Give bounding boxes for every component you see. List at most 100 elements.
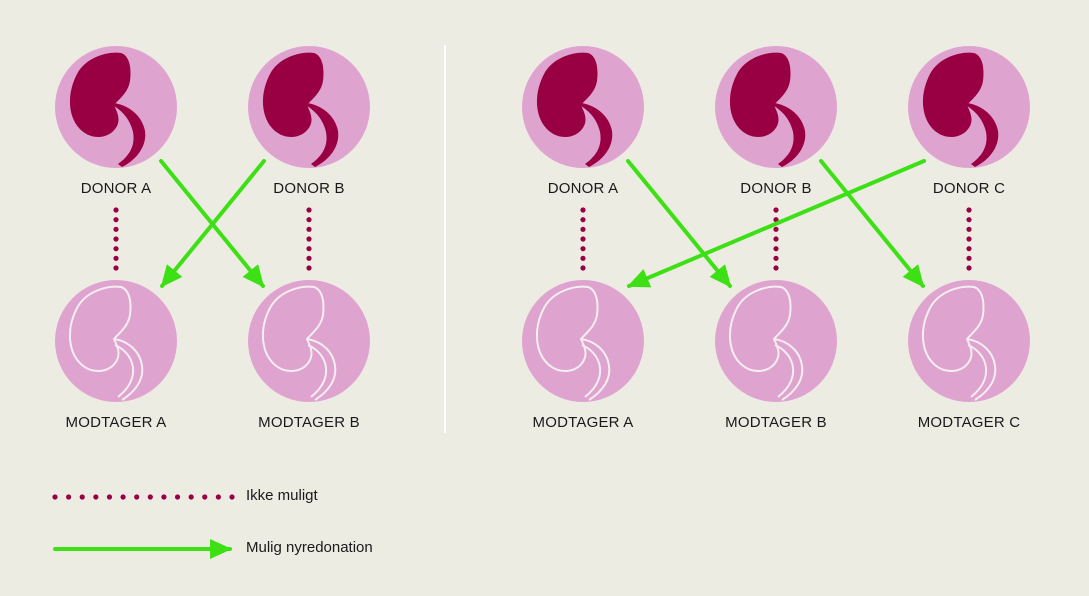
legend-possible-label: Mulig nyredonation xyxy=(246,539,373,556)
possible-donation-arrow xyxy=(627,159,926,288)
recipient-label: MODTAGER A xyxy=(65,414,167,431)
kidney-outline-ureter xyxy=(307,344,328,398)
recipient-label: MODTAGER B xyxy=(725,414,827,431)
legend-not-possible-label: Ikke muligt xyxy=(246,487,318,504)
kidney-outline-body xyxy=(728,285,792,372)
donor-label: DONOR B xyxy=(740,180,812,197)
possible-donation-arrow xyxy=(626,159,732,288)
kidney-outline-ureter xyxy=(774,344,795,398)
dot xyxy=(580,207,586,213)
dot xyxy=(773,236,779,242)
recipient-label: MODTAGER A xyxy=(532,414,634,431)
recipient-circle xyxy=(908,280,1030,402)
kidney-icon xyxy=(262,52,339,167)
dot xyxy=(580,226,586,232)
kidney-outline-body xyxy=(921,285,985,372)
kidney-icon xyxy=(536,52,613,167)
dot xyxy=(773,226,779,232)
dot xyxy=(106,494,113,500)
dot xyxy=(79,494,85,500)
dot xyxy=(306,217,312,223)
donor-node xyxy=(248,46,370,168)
kidney-body xyxy=(922,52,984,138)
dot xyxy=(580,255,586,261)
dot xyxy=(966,217,972,223)
dot xyxy=(966,255,972,261)
kidney-body xyxy=(536,52,598,138)
dot xyxy=(306,246,312,252)
dot xyxy=(113,236,119,242)
recipient-circle xyxy=(715,280,837,402)
panel-1 xyxy=(55,46,370,402)
not-possible-link xyxy=(113,207,119,271)
kidney-outline-icon xyxy=(68,285,144,401)
kidney-outline-body xyxy=(535,285,599,372)
dot xyxy=(773,265,779,271)
kidney-outline-ureter xyxy=(581,344,602,398)
donor-node xyxy=(715,46,837,168)
not-possible-link xyxy=(580,207,586,271)
kidney-ureter xyxy=(967,103,999,167)
dot xyxy=(66,494,72,500)
dot xyxy=(306,207,312,213)
dot xyxy=(113,226,119,232)
dot xyxy=(215,494,221,500)
dot xyxy=(966,207,972,213)
donor-label: DONOR C xyxy=(932,180,1006,197)
dot xyxy=(306,236,312,242)
dot xyxy=(188,494,194,500)
possible-donation-arrow xyxy=(819,159,925,288)
kidney-body xyxy=(729,52,791,138)
kidney-icon xyxy=(729,52,806,167)
dot xyxy=(113,207,119,213)
donor-label: DONOR A xyxy=(80,180,152,197)
not-possible-link xyxy=(773,207,779,271)
dot xyxy=(773,207,779,213)
dot xyxy=(966,236,972,242)
kidney-outline-icon xyxy=(921,285,997,401)
kidney-outline-ureter xyxy=(113,338,144,401)
not-possible-link xyxy=(306,207,312,271)
dot xyxy=(174,494,181,500)
kidney-ureter xyxy=(114,103,146,167)
recipient-label: MODTAGER C xyxy=(917,414,1021,431)
dot xyxy=(306,226,312,232)
donor-node xyxy=(522,46,644,168)
dot xyxy=(134,494,140,500)
kidney-icon xyxy=(69,52,146,167)
recipient-node xyxy=(715,280,837,402)
kidney-outline-icon xyxy=(535,285,611,401)
kidney-outline-ureter xyxy=(967,344,988,398)
dot xyxy=(113,217,119,223)
kidney-outline-body xyxy=(261,285,325,372)
legend-dots xyxy=(52,494,235,500)
kidney-outline-body xyxy=(68,285,132,372)
dot xyxy=(773,255,779,261)
kidney-outline-ureter xyxy=(773,338,804,401)
dot xyxy=(966,226,972,232)
recipient-node xyxy=(55,280,177,402)
recipient-node xyxy=(908,280,1030,402)
dot xyxy=(580,265,586,271)
recipient-node xyxy=(522,280,644,402)
dot xyxy=(773,217,779,223)
dot xyxy=(52,494,58,500)
dot xyxy=(113,255,119,261)
donor-label: DONOR B xyxy=(273,180,345,197)
kidney-icon xyxy=(922,52,999,167)
dot xyxy=(966,265,972,271)
dot xyxy=(161,494,167,500)
recipient-circle xyxy=(248,280,370,402)
kidney-body xyxy=(262,52,324,138)
dot xyxy=(120,494,126,500)
recipient-node xyxy=(248,280,370,402)
dot xyxy=(306,265,312,271)
dot xyxy=(147,494,153,500)
kidney-outline-ureter xyxy=(966,338,997,401)
kidney-outline-ureter xyxy=(306,338,337,401)
kidney-outline-ureter xyxy=(114,344,135,398)
dot xyxy=(306,255,312,261)
possible-donation-arrow xyxy=(160,159,266,288)
